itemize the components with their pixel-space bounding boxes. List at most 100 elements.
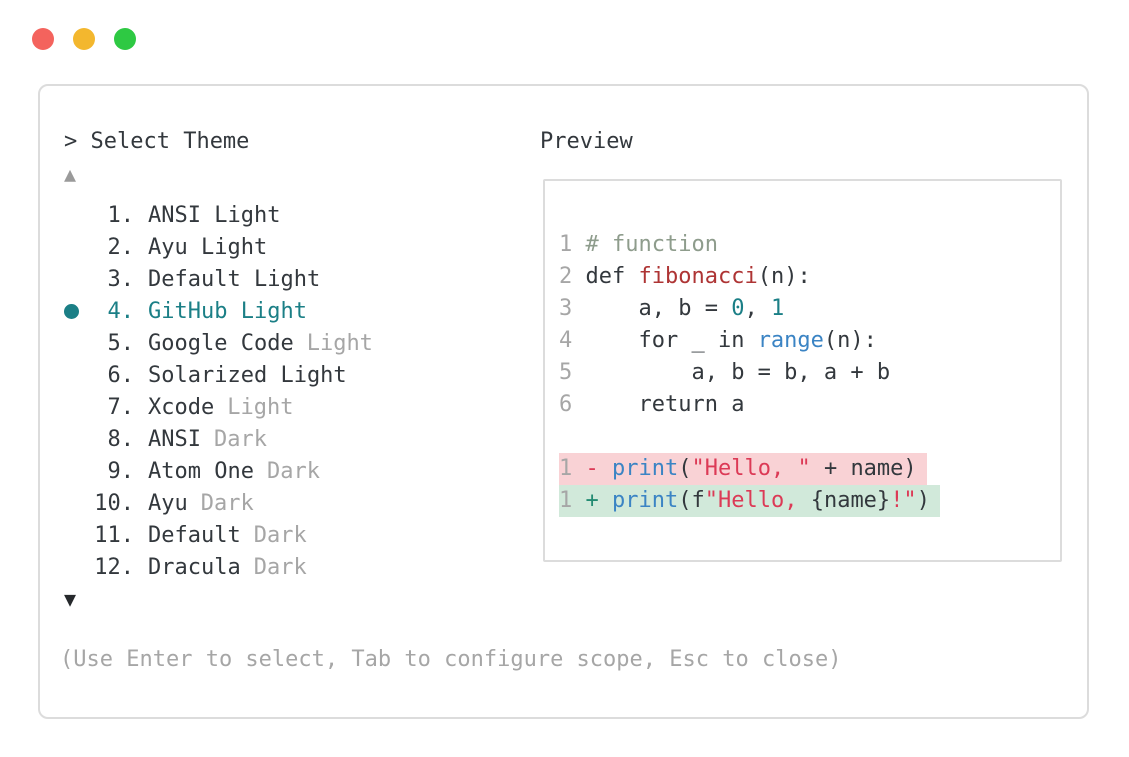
- code-token-ln: 4: [559, 328, 586, 353]
- prompt-caret: >: [64, 129, 78, 154]
- selected-item-bullet: [64, 303, 92, 319]
- code-token-ln: 2: [559, 264, 586, 289]
- code-token-ln: 1: [559, 232, 586, 257]
- item-number: 12.: [94, 554, 134, 580]
- window-zoom-button[interactable]: [114, 28, 136, 50]
- scroll-down-icon[interactable]: ▼: [64, 587, 77, 611]
- theme-list-column: > Select Theme ▲ 1. ANSI Light 2. Ayu Light 3…: [64, 126, 373, 615]
- code-token-plain: for _ in: [585, 328, 758, 353]
- theme-item-google-code[interactable]: 5. Google Code Light: [64, 327, 373, 359]
- code-line: 1 # function: [559, 229, 718, 261]
- code-token-comment: # function: [585, 232, 718, 257]
- code-line: 5 a, b = b, a + b: [559, 357, 890, 389]
- item-name: Default Light: [148, 266, 321, 292]
- theme-item-ansi-light[interactable]: 1. ANSI Light: [64, 199, 373, 231]
- code-token-ln: 1: [559, 488, 586, 513]
- theme-item-ayu[interactable]: 10. Ayu Dark: [64, 487, 373, 519]
- item-name-suffix: Dark: [266, 458, 320, 484]
- item-number: 5.: [107, 330, 135, 356]
- code-token-str: "Hello, ": [691, 456, 811, 481]
- item-number: 9.: [107, 458, 135, 484]
- theme-item-ansi[interactable]: 8. ANSI Dark: [64, 423, 373, 455]
- item-name: ANSI: [148, 426, 201, 452]
- keyboard-hint: (Use Enter to select, Tab to configure s…: [60, 647, 842, 672]
- item-number: 2.: [107, 234, 135, 260]
- item-number: 3.: [107, 266, 135, 292]
- code-token-builtin: print: [612, 456, 679, 481]
- code-token-func: fibonacci: [638, 264, 758, 289]
- code-token-plus: +: [585, 488, 612, 513]
- diff-added-line: 1 + print(f"Hello, {name}!"): [559, 485, 940, 517]
- theme-item-ayu-light[interactable]: 2. Ayu Light: [64, 231, 373, 263]
- code-token-num: 1: [770, 296, 785, 321]
- code-token-builtin: print: [612, 488, 679, 513]
- code-token-plain: return a: [585, 392, 745, 417]
- code-token-ln: 6: [559, 392, 586, 417]
- item-name: Ayu Light: [148, 234, 268, 260]
- item-name-suffix: Light: [306, 330, 373, 356]
- code-line: 2 def fibonacci(n):: [559, 261, 811, 293]
- theme-picker-panel: > Select Theme ▲ 1. ANSI Light 2. Ayu Light 3…: [38, 84, 1089, 719]
- code-token-minus: -: [585, 456, 612, 481]
- picker-title: Select Theme: [90, 129, 250, 154]
- theme-list: 1. ANSI Light 2. Ayu Light 3. Default Light 4.…: [64, 199, 373, 583]
- code-token-plain: a, b =: [585, 296, 732, 321]
- window-close-button[interactable]: [32, 28, 54, 50]
- window-controls: [32, 28, 136, 50]
- item-name: Google Code: [148, 330, 294, 356]
- item-name: GitHub Light: [148, 298, 307, 324]
- item-name: Dracula: [148, 554, 241, 580]
- window-minimize-button[interactable]: [73, 28, 95, 50]
- theme-item-default[interactable]: 11. Default Dark: [64, 519, 373, 551]
- code-token-plain: ,: [744, 296, 771, 321]
- code-token-plain: def: [585, 264, 639, 289]
- code-token-str: !": [890, 488, 917, 513]
- item-name-suffix: Dark: [200, 490, 254, 516]
- bullet-icon: [64, 303, 79, 319]
- item-name-suffix: Dark: [213, 426, 267, 452]
- item-name: Ayu: [148, 490, 188, 516]
- preview-title: Preview: [540, 129, 633, 154]
- select-theme-prompt: > Select Theme: [64, 126, 373, 158]
- code-line: [559, 421, 572, 453]
- code-line: 6 return a: [559, 389, 744, 421]
- code-token-plain: (: [678, 456, 692, 481]
- item-number: 8.: [107, 426, 135, 452]
- diff-removed-line: 1 - print("Hello, " + name): [559, 453, 927, 485]
- code-token-plain: + name): [810, 456, 917, 481]
- code-token-plain: a, b = b, a + b: [585, 360, 891, 385]
- code-token-ln: 1: [559, 456, 586, 481]
- scroll-up-icon[interactable]: ▲: [64, 162, 77, 186]
- code-token-ln: 5: [559, 360, 586, 385]
- code-token-ln: 3: [559, 296, 586, 321]
- item-name-suffix: Light: [227, 394, 294, 420]
- item-number: 1.: [107, 202, 135, 228]
- code-token-plain: (n):: [823, 328, 877, 353]
- theme-item-solarized-light[interactable]: 6. Solarized Light: [64, 359, 373, 391]
- code-token-builtin: range: [757, 328, 824, 353]
- item-number: 4.: [107, 298, 135, 324]
- code-token-plain: (f: [678, 488, 705, 513]
- code-token-plain: (n):: [757, 264, 811, 289]
- theme-item-default-light[interactable]: 3. Default Light: [64, 263, 373, 295]
- item-name: Default: [148, 522, 241, 548]
- item-name: Xcode: [148, 394, 215, 420]
- item-name: Solarized Light: [148, 362, 347, 388]
- code-token-plain: ): [916, 488, 930, 513]
- item-name: Atom One: [148, 458, 254, 484]
- theme-item-xcode[interactable]: 7. Xcode Light: [64, 391, 373, 423]
- item-number: 6.: [107, 362, 135, 388]
- item-number: 11.: [94, 522, 134, 548]
- item-name-suffix: Dark: [253, 554, 307, 580]
- code-line: 4 for _ in range(n):: [559, 325, 877, 357]
- theme-item-github-light[interactable]: 4. GitHub Light: [64, 295, 373, 327]
- code-token-plain: {name}: [810, 488, 891, 513]
- item-number: 10.: [94, 490, 134, 516]
- item-number: 7.: [107, 394, 135, 420]
- theme-item-atom-one[interactable]: 9. Atom One Dark: [64, 455, 373, 487]
- code-token-num: 0: [731, 296, 745, 321]
- item-name: ANSI Light: [148, 202, 281, 228]
- item-name-suffix: Dark: [253, 522, 307, 548]
- theme-item-dracula[interactable]: 12. Dracula Dark: [64, 551, 373, 583]
